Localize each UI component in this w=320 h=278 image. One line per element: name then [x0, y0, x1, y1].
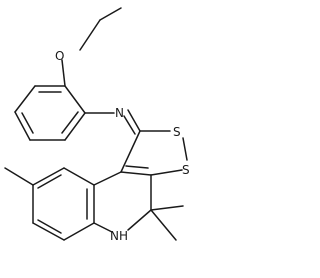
sulfur-upper-label: S — [173, 125, 181, 139]
oxygen-label: O — [55, 49, 64, 63]
bond-s-s — [182, 137, 188, 161]
bond-ring1-b — [14, 85, 36, 113]
ethyl-group — [79, 7, 122, 51]
bond-nh-c5a — [93, 222, 113, 233]
bond-ring1-c-inner — [21, 112, 34, 134]
bond-fused-c-c-inner — [125, 165, 149, 169]
imine-linkage — [84, 109, 141, 135]
bond-ring1-c — [14, 111, 31, 141]
bond-ring1-f — [64, 85, 86, 114]
bond-ring3-e — [32, 167, 65, 186]
bond-c4-nh — [127, 209, 152, 231]
bond-ring3-f — [63, 167, 95, 186]
bond-ethyl-ch2-o — [79, 19, 101, 51]
benzo-ring — [4, 167, 95, 241]
bond-ring3-b — [63, 222, 95, 241]
bond-ethyl-terminal — [99, 7, 122, 21]
bond-s-lower-c — [150, 169, 183, 176]
amine-label: NH — [110, 229, 128, 243]
bond-aryl-methyl — [4, 167, 34, 186]
chemical-structure: O N S S NH — [4, 7, 190, 243]
gem-dimethyl-group — [150, 205, 184, 241]
bond-methyl-a — [150, 205, 184, 211]
dithiole-ring — [120, 130, 188, 176]
bond-ring1-e-inner — [61, 111, 79, 134]
bond-methyl-b — [150, 209, 177, 241]
bond-n-c-double-2 — [123, 115, 136, 135]
imine-nitrogen-label: N — [115, 106, 124, 120]
bond-ring3-e-inner — [37, 174, 62, 189]
bond-o-aryl — [61, 59, 66, 87]
bond-fused-c-c — [120, 171, 152, 176]
bond-n-c-double-1 — [127, 109, 141, 132]
bond-c9a-c9b — [93, 171, 122, 186]
sulfur-lower-label: S — [182, 163, 190, 177]
dihydropyridine-ring — [93, 171, 152, 233]
bond-c1-c9b — [120, 130, 141, 173]
bond-ring1-e — [64, 112, 86, 141]
bond-ring3-c-inner — [37, 219, 62, 234]
bond-ring3-c — [32, 222, 65, 241]
ethoxyphenyl-ring — [14, 59, 86, 141]
